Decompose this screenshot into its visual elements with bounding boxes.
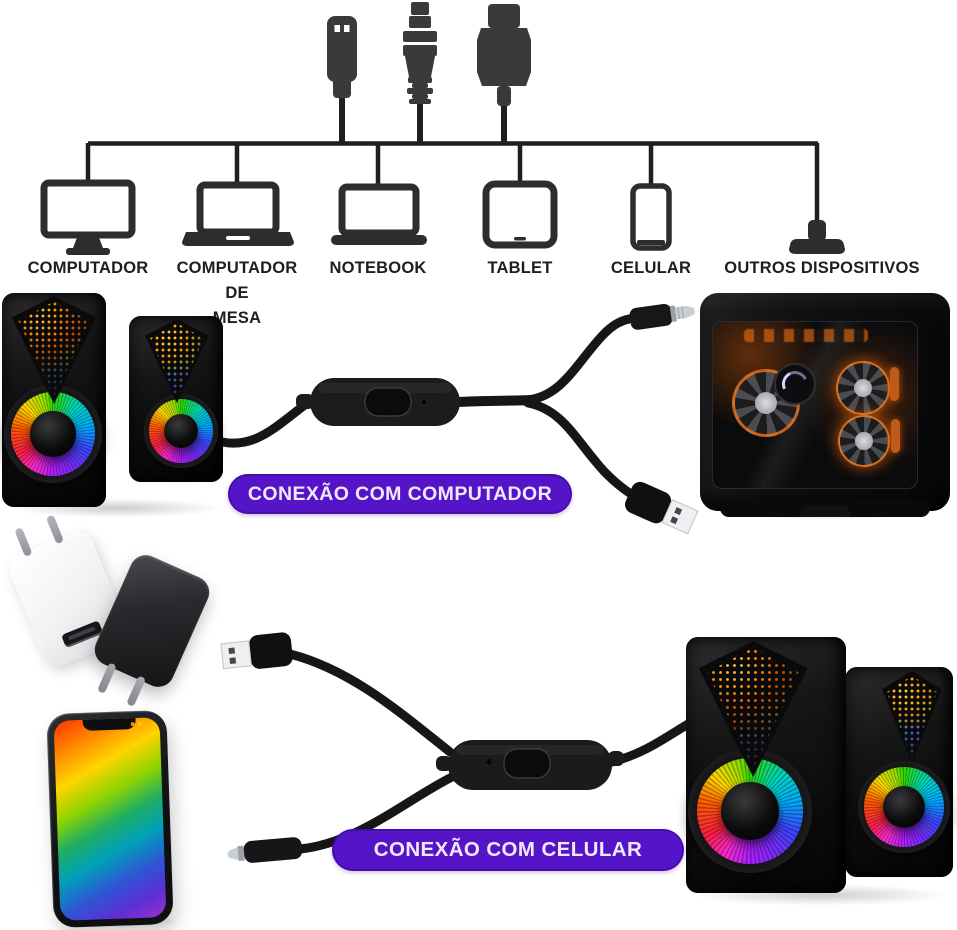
led-bar: [890, 367, 899, 401]
device-icon-celular: [630, 183, 672, 251]
y-cable-celular: [220, 632, 709, 863]
speaker-woofer: [144, 394, 218, 468]
volume-button: [503, 748, 551, 779]
rgb-speaker-rear-image: [129, 316, 223, 482]
power-plug-icon: [477, 4, 531, 106]
phone-notch: [82, 718, 136, 731]
p2-audio-plug: [227, 837, 303, 863]
aux-p2-plug-icon: [403, 2, 437, 104]
aio-pump-icon: [774, 363, 816, 405]
smartphone-image: [46, 709, 174, 929]
device-label-notebook: NOTEBOOK: [329, 259, 427, 277]
volume-button: [364, 387, 412, 417]
device-label-tablet: TABLET: [487, 259, 553, 277]
rgb-speaker-front-image: [686, 637, 846, 893]
speaker-knob: [163, 413, 199, 449]
device-icon-tablet: [482, 180, 558, 249]
speaker-tweeter-grille: [8, 296, 100, 404]
p2-audio-plug: [629, 303, 695, 330]
usb-plug: [625, 481, 699, 535]
rgb-ring: [696, 757, 804, 865]
speaker-woofer: [4, 385, 102, 483]
speaker-knob: [30, 411, 76, 457]
device-label-celular: CELULAR: [610, 259, 692, 277]
device-icon-computador: [40, 179, 136, 255]
device-icon-computador-de-mesa: [182, 181, 294, 246]
y-cable-computer: [209, 303, 699, 535]
device-icon-notebook: [331, 183, 427, 245]
speaker-tweeter-grille: [694, 641, 812, 777]
device-icon-outros-dispositivos: [789, 220, 845, 254]
rgb-speaker-rear-image: [845, 667, 953, 877]
speaker-knob: [721, 782, 779, 840]
badge-conexao-computador: CONEXÃO COM COMPUTADOR: [228, 474, 572, 514]
badge-conexao-celular: CONEXÃO COM CELULAR: [332, 829, 684, 871]
tower-radiator-glow: [744, 329, 868, 342]
speaker-tweeter-grille: [142, 319, 212, 403]
speaker-knob: [882, 785, 926, 829]
inline-control-pod: [296, 378, 460, 426]
usb-plug-icon: [327, 16, 357, 98]
speaker-tweeter-grille: [880, 671, 945, 763]
speaker-woofer: [858, 761, 950, 853]
device-label-outros-dispositivos: OUTROS DISPOSITIVOS: [724, 259, 920, 277]
device-label-computador-de-mesa: COMPUTADOR DE MESA: [176, 259, 298, 327]
gamer-pc-tower-image: [700, 293, 950, 517]
led-bar: [891, 419, 900, 453]
usb-plug: [220, 632, 293, 670]
case-fan-icon: [838, 415, 890, 467]
rgb-speaker-front-image: [2, 293, 106, 507]
phone-screen: [53, 717, 167, 921]
connection-tree: [85, 90, 820, 222]
inline-control-pod: [436, 740, 624, 790]
speaker-woofer: [688, 749, 812, 873]
case-fan-icon: [836, 361, 890, 415]
device-label-computador: COMPUTADOR: [27, 259, 149, 277]
tower-base: [720, 499, 930, 517]
